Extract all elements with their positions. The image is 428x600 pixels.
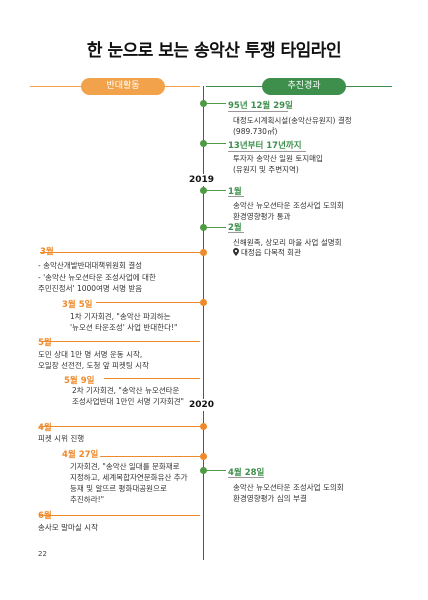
page-number: 22 [38, 550, 47, 558]
timeline-dot [200, 249, 207, 256]
timeline-dot [200, 453, 207, 460]
left-event-text: 추진하라!" [70, 495, 105, 504]
left-event-date: 5월 9일 [64, 376, 95, 386]
date-underline [228, 151, 306, 152]
year-label: 2019 [188, 174, 216, 186]
right-event-text: (989.730㎡) [233, 127, 278, 136]
connector [104, 378, 200, 379]
connector [40, 341, 200, 342]
left-event-date: 5월 [38, 338, 52, 348]
left-event-text: 1차 기자회견, "송악산 파괴하는 [70, 312, 171, 321]
connector [100, 456, 200, 457]
timeline-dot [200, 100, 207, 107]
left-event-date: 3월 5일 [62, 300, 93, 310]
date-underline [228, 232, 244, 233]
progress-header-pill: 추진경과 [262, 78, 346, 95]
connector [40, 426, 200, 427]
left-event-text: 주민진정서' 1000여명 서명 받음 [38, 284, 143, 293]
right-event-date: 1월 [228, 187, 242, 197]
right-event-date: 2월 [228, 223, 242, 233]
right-event-date: 4월 28일 [228, 468, 265, 478]
connector [206, 470, 226, 471]
connector [40, 515, 200, 516]
location-pin-icon [233, 247, 239, 259]
left-event-text: - 송악산개발반대대책위원회 결성 [38, 261, 143, 270]
year-label: 2020 [188, 399, 216, 411]
timeline-dot [200, 423, 207, 430]
connector [206, 103, 226, 104]
connector [206, 190, 226, 191]
timeline-axis [203, 86, 204, 560]
timeline-dot [200, 299, 207, 306]
left-event-date: 3월 [40, 247, 54, 257]
right-event-date: 13년부터 17년까지 [228, 141, 302, 151]
left-event-text: 등재 및 알뜨르 평화대공원으로 [70, 484, 167, 493]
page-title: 한 눈으로 보는 송악산 투쟁 타임라인 [86, 41, 342, 61]
connector [96, 302, 200, 303]
right-event-text: 환경영향평가 심의 부결 [233, 494, 307, 503]
left-event-text: 조성사업반대 1만인 서명 기자회견" [72, 397, 184, 406]
connector [40, 252, 200, 253]
connector [206, 227, 226, 228]
left-event-text: 오일장 선전전, 도청 앞 피켓팅 시작 [38, 361, 149, 370]
left-event-date: 6월 [38, 511, 52, 521]
left-event-text: 2차 기자회견, "송악산 뉴오션타운 [72, 386, 180, 395]
right-event-location: 대정읍 다목적 회관 [233, 247, 301, 259]
location-text: 대정읍 다목적 회관 [241, 248, 301, 257]
connector [206, 143, 226, 144]
right-event-text: 송악산 뉴오션타운 조성사업 도의회 [233, 483, 344, 492]
left-event-text: 도민 상대 1만 명 서명 운동 시작, [38, 350, 143, 359]
timeline-dot [200, 140, 207, 147]
left-event-date: 4월 27일 [62, 450, 99, 460]
left-event-text: 피켓 시위 진행 [38, 434, 85, 443]
right-event-text: 대정도시계획시설(송악산유원지) 결정 [233, 116, 352, 125]
date-underline [228, 477, 264, 478]
date-underline [228, 196, 244, 197]
right-event-text: (유원지 및 주변지역) [233, 165, 299, 174]
right-event-text: 투자자 송악산 일원 토지매입 [233, 154, 323, 163]
left-event-text: '뉴오션 타운조성' 사업 반대한다!" [70, 323, 178, 332]
right-event-text: 송악산 뉴오션타운 조성사업 도의회 [233, 201, 344, 210]
left-event-text: 송사모 말마실 시작 [38, 523, 98, 532]
timeline-dot [200, 467, 207, 474]
date-underline [228, 111, 288, 112]
left-event-text: 지정하고, 세계복합자연문화유산 추가 [70, 473, 188, 482]
timeline-dot [200, 187, 207, 194]
left-event-text: - '송악산 뉴오션타운 조성사업에 대한 [38, 273, 156, 282]
right-event-date: 95년 12월 29일 [228, 101, 293, 111]
timeline-dot [200, 224, 207, 231]
left-event-text: 기자회견, "송악산 일대를 문화재로 [70, 462, 180, 471]
right-event-text: 신해원족, 상모리 마을 사업 설명회 [233, 238, 342, 247]
left-event-date: 4월 [38, 423, 52, 433]
opposition-header-pill: 반대활동 [81, 78, 165, 95]
right-event-text: 환경영향평가 통과 [233, 212, 291, 221]
